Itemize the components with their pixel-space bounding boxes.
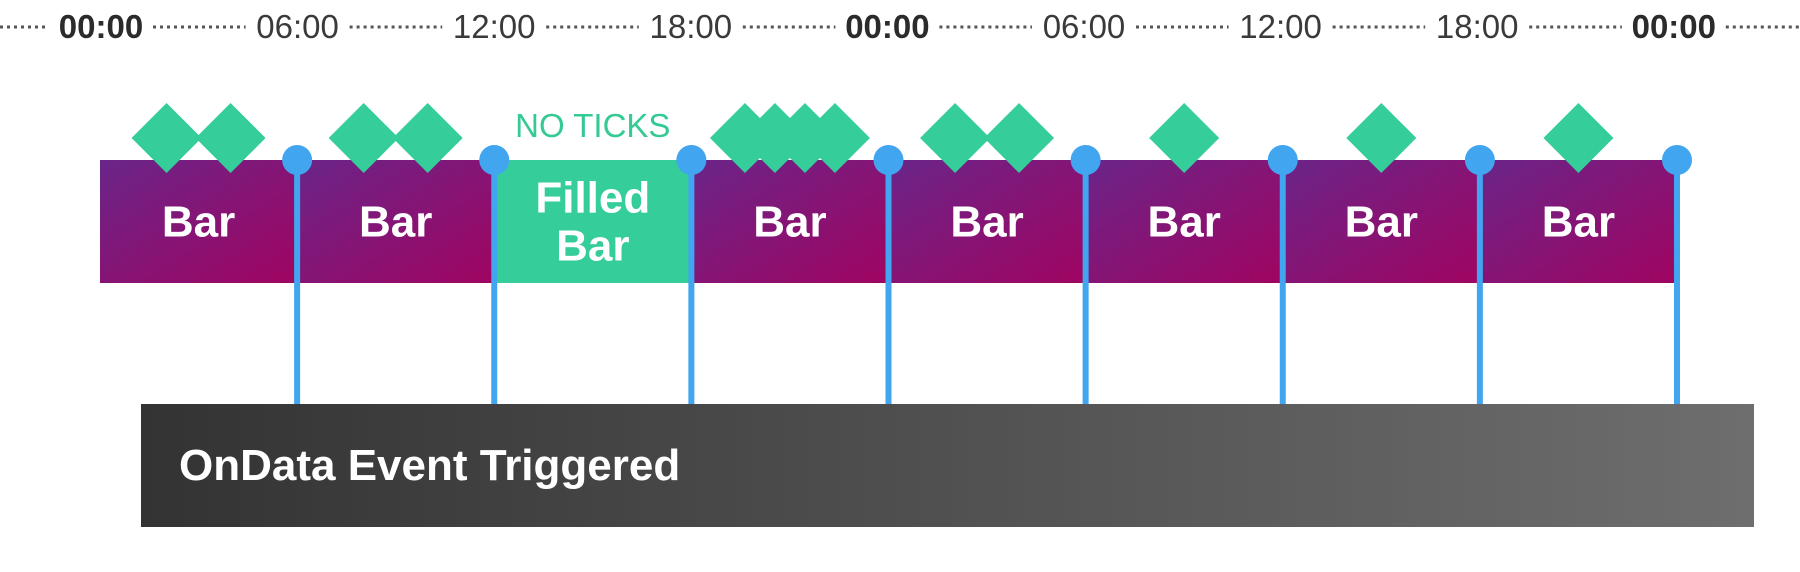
bar — [888, 160, 1086, 283]
time-label: 18:00 — [650, 8, 733, 45]
bar — [1085, 160, 1283, 283]
event-label: OnData Event Triggered — [179, 441, 680, 490]
tick-diamond — [392, 103, 463, 173]
no-ticks-note: NO TICKS — [515, 107, 670, 144]
connectors — [282, 145, 1692, 404]
bar-label: Bar — [753, 198, 826, 247]
tick-diamond — [1149, 103, 1220, 173]
bar-label: Bar — [556, 222, 629, 271]
bar-label: Bar — [1542, 198, 1615, 247]
time-label: 00:00 — [845, 8, 929, 45]
time-label: 06:00 — [256, 8, 339, 45]
time-label: 06:00 — [1043, 8, 1126, 45]
connector-dot — [1464, 145, 1495, 175]
ticks-row: NO TICKS — [131, 103, 1614, 173]
connector-dot — [1070, 145, 1101, 175]
time-label: 12:00 — [1239, 8, 1322, 45]
bar-label: Bar — [1148, 198, 1221, 247]
bar — [1282, 160, 1480, 283]
time-label: 00:00 — [59, 8, 143, 45]
bar-label: Bar — [162, 198, 235, 247]
bar-label: Filled — [535, 174, 650, 223]
connector-dot — [479, 145, 510, 175]
filled-bar — [494, 160, 692, 283]
timeline-axis: 00:00 06:00 12:00 18:00 00:00 06:00 12:00 18:00… — [0, 8, 1800, 45]
tick-diamond — [920, 103, 991, 173]
time-label: 18:00 — [1436, 8, 1519, 45]
bar-label: Bar — [359, 198, 432, 247]
tick-diamond — [131, 103, 202, 173]
connector-dot — [282, 145, 313, 175]
ondata-event: OnData Event Triggered — [141, 404, 1754, 527]
event-block — [141, 404, 1754, 527]
time-label: 12:00 — [453, 8, 536, 45]
bar — [1479, 160, 1677, 283]
tick-diamond — [328, 103, 399, 173]
tick-diamond — [1543, 103, 1614, 173]
tick-diamond — [984, 103, 1055, 173]
time-label: 00:00 — [1632, 8, 1716, 45]
bar-label: Bar — [1345, 198, 1418, 247]
connector-dot — [1662, 145, 1692, 175]
connector-dot — [873, 145, 904, 175]
tick-diamond — [195, 103, 266, 173]
bar — [297, 160, 495, 283]
bar — [691, 160, 889, 283]
bar-label: Bar — [950, 198, 1023, 247]
connector-dot — [1267, 145, 1298, 175]
tick-diamond — [799, 103, 870, 173]
bar — [100, 160, 298, 283]
connector-dot — [676, 145, 707, 175]
tick-diamond — [1346, 103, 1417, 173]
